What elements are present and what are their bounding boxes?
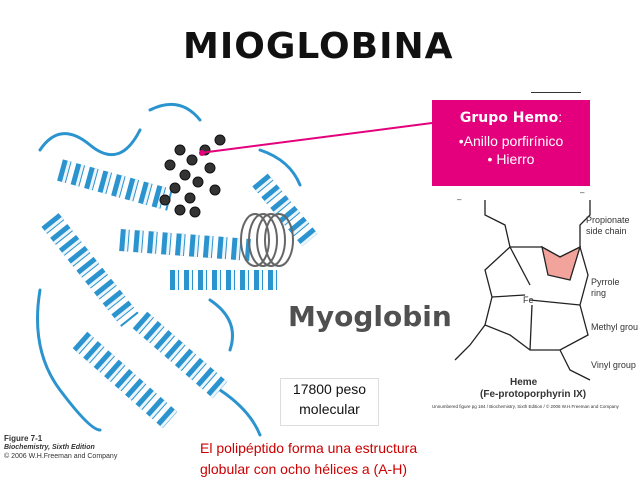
- coil-loop: [208, 298, 234, 352]
- iron-atom-label: Fe: [523, 295, 534, 305]
- decorative-line: [531, 92, 581, 93]
- figure-number: Figure 7-1: [4, 434, 43, 443]
- vinyl-group-label: Vinyl group: [591, 360, 636, 370]
- methyl-group-label: Methyl group: [591, 322, 638, 332]
- heme-item-porphyrin: •Anillo porfirínico: [458, 133, 564, 149]
- helix-end-view: [240, 213, 294, 267]
- caption-line-2: globular con ocho hélices a (A-H): [200, 461, 407, 477]
- mass-line-1: 17800 peso: [292, 381, 367, 397]
- slide-title: MIOGLOBINA: [183, 26, 454, 67]
- coil-loop: [38, 128, 142, 156]
- helix-C: [119, 229, 251, 261]
- heme-group-header: Grupo Hemo:: [459, 109, 563, 126]
- coil-loop: [36, 288, 102, 432]
- pyrrole-label: Pyrrole: [591, 277, 620, 287]
- helix-A: [57, 159, 173, 211]
- coil-loop: [148, 102, 202, 122]
- heme-title: Heme: [510, 377, 538, 388]
- figure-copyright: © 2006 W.H.Freeman and Company: [4, 453, 118, 460]
- structure-label: Myoglobin: [288, 300, 452, 333]
- heme-structure-diagram: – – Fe Propionate side chain Pyrrole rin…: [432, 188, 638, 409]
- heme-ball-and-stick: [159, 134, 226, 218]
- heme-item-iron: • Hierro: [487, 151, 535, 167]
- myoglobin-ribbon-illustration: [36, 102, 318, 437]
- heme-subtitle: (Fe-protoporphyrin IX): [480, 389, 586, 400]
- caption: El polipéptido forma una estructura glob…: [200, 438, 417, 480]
- molecular-weight-box: 17800 peso molecular: [280, 378, 379, 426]
- coil-loop: [218, 388, 262, 437]
- figure-note: Figure 7-1 Biochemistry, Sixth Edition ©…: [4, 434, 117, 461]
- figure-book: Biochemistry, Sixth Edition: [4, 444, 95, 451]
- heme-group-callout: Grupo Hemo: •Anillo porfirínico • Hierro: [432, 100, 590, 186]
- helix-B: [41, 213, 139, 327]
- mass-line-2: molecular: [299, 401, 360, 417]
- propionate-label: Propionate: [586, 215, 630, 225]
- pyrrole-ring: [541, 245, 582, 281]
- minus-sign-1: –: [457, 195, 462, 204]
- minus-sign-2: –: [580, 188, 585, 197]
- ring-label: ring: [591, 288, 606, 298]
- side-chain-label: side chain: [586, 226, 627, 236]
- figure-credit: Unnumbered figure pg 184 / Biochemistry,…: [432, 403, 620, 409]
- helix-D: [132, 311, 228, 399]
- caption-line-1: El polipéptido forma una estructura: [200, 440, 418, 456]
- helix-E: [72, 331, 178, 429]
